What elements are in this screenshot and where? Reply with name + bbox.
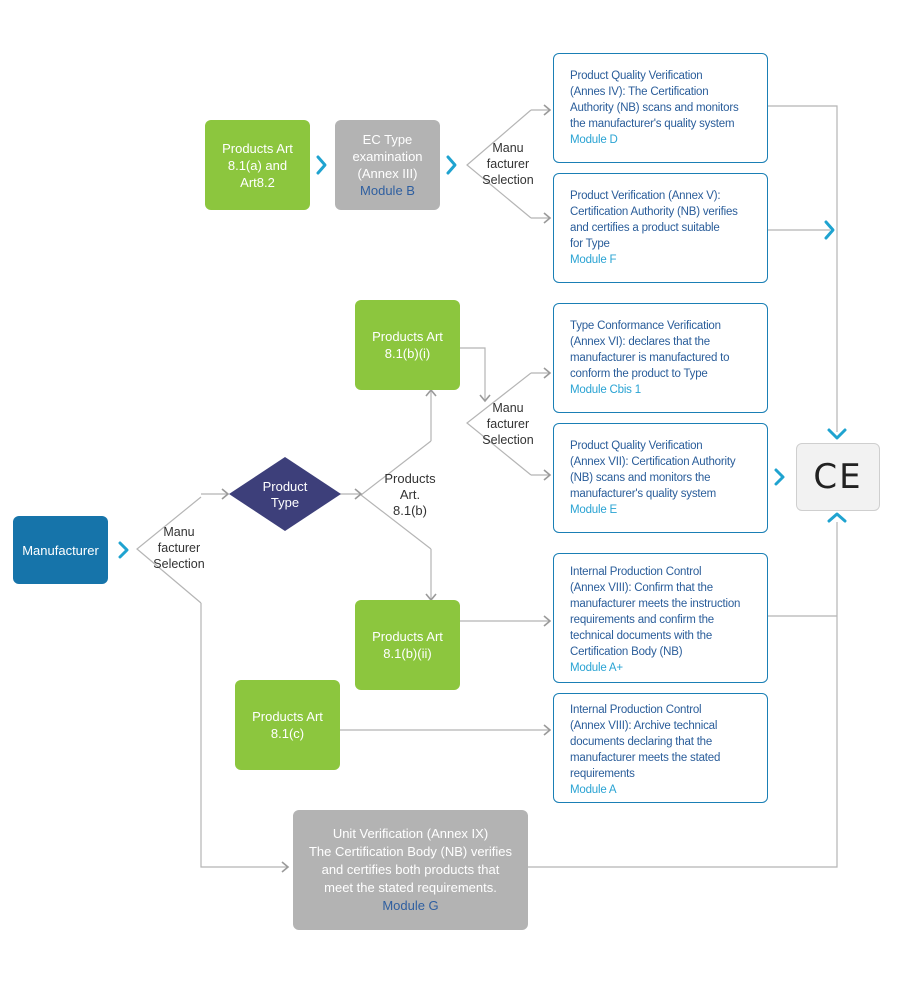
art81a-label: Products Art 8.1(a) and Art8.2	[222, 140, 293, 190]
chevron-right-icon	[446, 155, 457, 175]
art81bii-node: Products Art 8.1(b)(ii)	[355, 600, 460, 690]
module-card-text: Internal Production Control (Annex VIII)…	[570, 704, 721, 780]
module-card-a: Internal Production Control (Annex VIII)…	[553, 693, 768, 803]
ce-mark-box: CE	[796, 443, 880, 511]
ec-type-node: EC Type examination (Annex III) Module B	[335, 120, 440, 210]
module-card-name: Module F	[570, 254, 617, 266]
chevron-up-icon	[827, 512, 847, 523]
art81bi-label: Products Art 8.1(b)(i)	[372, 329, 443, 361]
selection-triangle-top	[466, 109, 532, 219]
unit-verification-module: Module G	[382, 898, 439, 913]
unit-verification-node: Unit Verification (Annex IX) The Certifi…	[293, 810, 528, 930]
art81c-node: Products Art 8.1(c)	[235, 680, 340, 770]
art81c-label: Products Art 8.1(c)	[252, 709, 323, 741]
collector-top	[767, 105, 838, 432]
ec-type-label: EC Type examination (Annex III)	[352, 132, 423, 181]
art81bii-label: Products Art 8.1(b)(ii)	[372, 629, 443, 661]
line-art81bi-to-selection	[460, 347, 486, 400]
module-card-d: Product Quality Verification (Annes IV):…	[553, 53, 768, 163]
selection-label-top: Manu facturer Selection	[482, 141, 534, 187]
ec-type-module: Module B	[360, 183, 415, 198]
module-card-e: Product Quality Verification (Annex VII)…	[553, 423, 768, 533]
module-card-text: Product Quality Verification (Annex VII)…	[570, 440, 736, 500]
manufacturer-label: Manufacturer	[22, 542, 99, 558]
chevron-right-icon	[824, 220, 835, 240]
collector-bottom	[528, 522, 838, 868]
product-type-label: Product Type	[262, 479, 308, 510]
chevron-down-icon	[827, 428, 847, 440]
line-to-module-g	[200, 603, 288, 868]
selection-triangle-main	[136, 496, 202, 604]
module-card-cbis1: Type Conformance Verification (Annex VI)…	[553, 303, 768, 413]
module-card-name: Module D	[570, 134, 618, 146]
product-type-diamond	[229, 457, 341, 531]
manufacturer-node: Manufacturer	[13, 516, 108, 584]
module-card-f: Product Verification (Annex V): Certific…	[553, 173, 768, 283]
selection-triangle-mid	[466, 372, 532, 476]
chevron-right-icon	[774, 468, 785, 486]
module-card-text: Product Quality Verification (Annes IV):…	[570, 70, 739, 130]
module-card-name: Module A	[570, 784, 617, 796]
module-card-text: Product Verification (Annex V): Certific…	[570, 190, 738, 250]
chevron-right-icon	[316, 155, 327, 175]
selection-label-mid: Manu facturer Selection	[482, 401, 534, 447]
module-card-a-plus: Internal Production Control (Annex VIII)…	[553, 553, 768, 683]
module-card-name: Module Cbis 1	[570, 384, 641, 396]
ce-mark-icon: CE	[813, 457, 863, 497]
module-card-text: Internal Production Control (Annex VIII)…	[570, 566, 741, 658]
module-card-text: Type Conformance Verification (Annex VI)…	[570, 320, 730, 380]
module-card-name: Module A+	[570, 662, 623, 674]
art81a-node: Products Art 8.1(a) and Art8.2	[205, 120, 310, 210]
selection-label-main: Manu facturer Selection	[153, 525, 205, 571]
module-card-name: Module E	[570, 504, 617, 516]
chevron-right-icon	[118, 541, 129, 559]
art81bi-node: Products Art 8.1(b)(i)	[355, 300, 460, 390]
art81b-label: Products Art. 8.1(b)	[384, 471, 436, 518]
unit-verification-label: Unit Verification (Annex IX) The Certifi…	[308, 826, 512, 895]
